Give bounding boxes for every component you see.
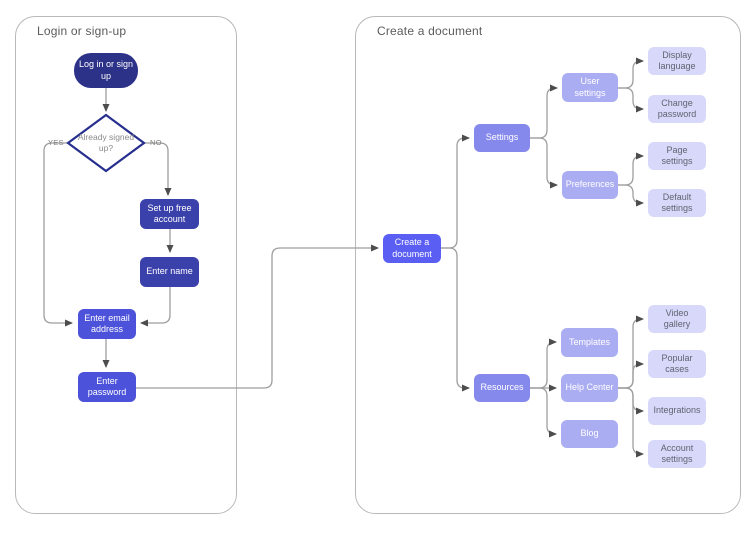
node-templates[interactable]: Templates: [561, 328, 618, 357]
node-popular-cases[interactable]: Popular cases: [648, 350, 706, 378]
edge-user-settings-to-display-language[interactable]: [618, 57, 644, 89]
node-integrations[interactable]: Integrations: [648, 397, 706, 425]
node-preferences[interactable]: Preferences: [562, 171, 618, 199]
node-page-settings[interactable]: Page settings: [648, 142, 706, 170]
edge-user-settings-to-change-password[interactable]: [618, 87, 644, 113]
edge-help-center-to-video-gallery[interactable]: [618, 315, 644, 389]
node-enter-password[interactable]: Enter password: [78, 372, 136, 402]
edge-password-to-create[interactable]: [136, 244, 379, 389]
node-create-a-document[interactable]: Create a document: [383, 234, 441, 263]
edge-settings-to-user-settings[interactable]: [530, 84, 558, 139]
node-change-password[interactable]: Change password: [648, 95, 706, 123]
node-help-center[interactable]: Help Center: [561, 374, 618, 402]
edge-label-no: NO: [150, 138, 162, 147]
edge-resources-to-templates[interactable]: [530, 338, 557, 389]
edge-create-to-settings[interactable]: [441, 134, 470, 249]
container-title-create: Create a document: [377, 24, 483, 38]
node-enter-name[interactable]: Enter name: [140, 257, 199, 287]
node-user-settings[interactable]: User settings: [562, 73, 618, 102]
decision-label: Already signed up?: [77, 131, 135, 153]
edge-help-center-to-account-settings[interactable]: [618, 387, 644, 458]
edge-name-to-email[interactable]: [140, 287, 171, 327]
container-login-signup[interactable]: Login or sign-up: [15, 16, 237, 514]
edge-label-yes: YES: [48, 138, 64, 147]
node-resources[interactable]: Resources: [474, 374, 530, 402]
node-settings[interactable]: Settings: [474, 124, 530, 152]
node-set-up-free-account[interactable]: Set up free account: [140, 199, 199, 229]
node-default-settings[interactable]: Default settings: [648, 189, 706, 217]
node-blog[interactable]: Blog: [561, 420, 618, 448]
node-display-language[interactable]: Display language: [648, 47, 706, 75]
edge-resources-to-blog[interactable]: [530, 387, 557, 438]
edge-no-to-setup[interactable]: [144, 142, 172, 196]
edge-preferences-to-default-settings[interactable]: [618, 184, 644, 207]
edge-create-to-resources[interactable]: [441, 247, 470, 392]
edge-settings-to-preferences[interactable]: [530, 137, 558, 189]
decision-diamond-shape[interactable]: [66, 113, 146, 173]
edge-preferences-to-page-settings[interactable]: [618, 152, 644, 186]
edge-help-center-to-integrations[interactable]: [618, 387, 644, 415]
edge-yes-to-email[interactable]: [43, 142, 73, 327]
node-log-in-or-sign-up[interactable]: Log in or sign up: [74, 53, 138, 88]
node-video-gallery[interactable]: Video gallery: [648, 305, 706, 333]
node-account-settings[interactable]: Account settings: [648, 440, 706, 468]
node-enter-email-address[interactable]: Enter email address: [78, 309, 136, 339]
edge-help-center-to-popular-cases[interactable]: [618, 360, 644, 389]
container-title-login: Login or sign-up: [37, 24, 127, 38]
